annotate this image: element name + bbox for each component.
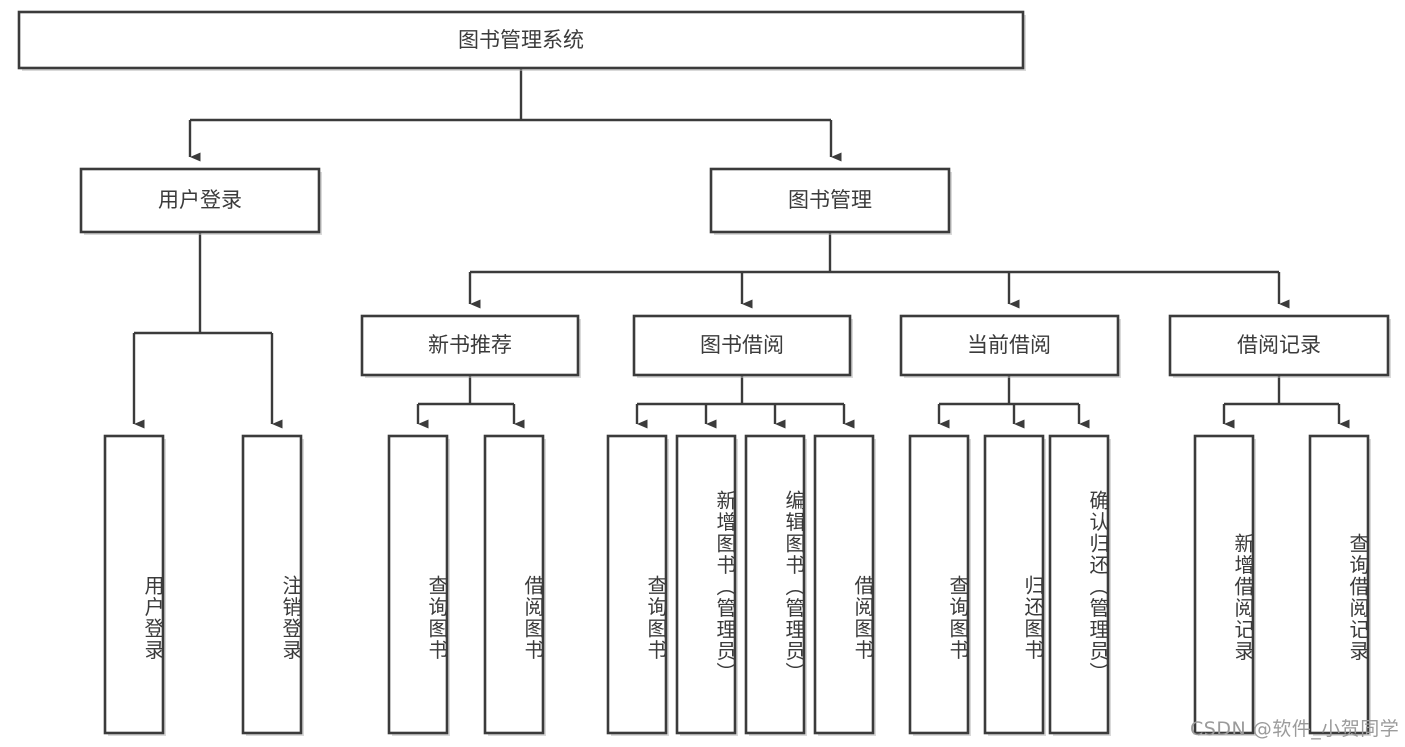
- node-label-root: 图书管理系统: [458, 28, 584, 52]
- leaf-box-add-book-admin[interactable]: [675, 434, 738, 736]
- node-current-borrow[interactable]: 当前借阅: [899, 314, 1121, 378]
- leaf-box-query-books-current[interactable]: [908, 434, 971, 736]
- node-layer: 图书管理系统 用户登录 图书管理 新书推荐: [17, 10, 1391, 736]
- leaf-box-borrow-books[interactable]: [813, 434, 876, 736]
- leaf-box-query-books-new[interactable]: [387, 434, 450, 736]
- leaf-box-borrow-books-new[interactable]: [483, 434, 546, 736]
- node-root-system[interactable]: 图书管理系统: [17, 10, 1026, 71]
- node-label-current-borrow: 当前借阅: [967, 333, 1051, 357]
- node-label-borrow-records: 借阅记录: [1237, 333, 1321, 357]
- node-label-book-borrow: 图书借阅: [700, 333, 784, 357]
- leaf-box-add-borrow-record[interactable]: [1193, 434, 1256, 736]
- connector-layer: [132, 68, 1350, 429]
- node-label-new-book-recommend: 新书推荐: [428, 333, 512, 357]
- node-label-user-login: 用户登录: [158, 188, 242, 212]
- leaf-box-confirm-return-admin[interactable]: [1048, 434, 1111, 736]
- leaf-box-query-books-borrow[interactable]: [606, 434, 669, 736]
- leaf-box-query-borrow-record[interactable]: [1308, 434, 1371, 736]
- leaf-node-boxes: [103, 434, 1371, 736]
- node-new-book-recommend[interactable]: 新书推荐: [360, 314, 581, 378]
- node-user-login[interactable]: 用户登录: [79, 167, 322, 235]
- node-borrow-records[interactable]: 借阅记录: [1168, 314, 1391, 378]
- leaf-box-return-books[interactable]: [983, 434, 1046, 736]
- leaf-box-edit-book-admin[interactable]: [744, 434, 807, 736]
- leaf-box-user-login[interactable]: [103, 434, 166, 736]
- node-book-borrow[interactable]: 图书借阅: [632, 314, 853, 378]
- node-book-management[interactable]: 图书管理: [709, 167, 952, 235]
- node-label-book-management: 图书管理: [788, 188, 872, 212]
- leaf-box-logout[interactable]: [241, 434, 304, 736]
- csdn-watermark: CSDN @软件_小贺同学: [1190, 718, 1400, 740]
